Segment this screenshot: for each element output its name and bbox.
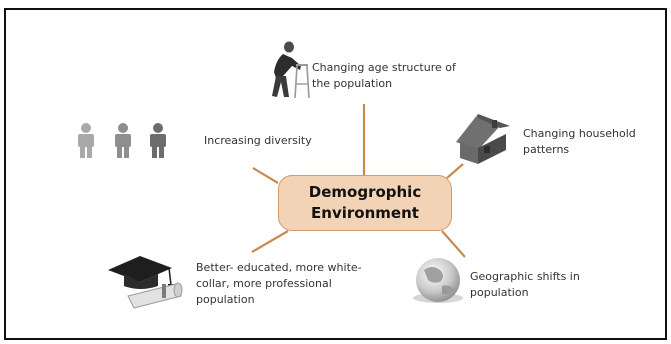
globe-icon <box>413 258 463 303</box>
label-line: Geographic shifts in <box>470 270 580 283</box>
label-line: patterns <box>523 143 570 156</box>
label-age-structure: Changing age structure of the population <box>312 60 456 92</box>
graduation-cap-diploma-icon <box>108 256 183 309</box>
label-line: Better- educated, more white- <box>196 261 362 274</box>
people-group-icon <box>78 123 166 158</box>
label-line: Changing household <box>523 127 636 140</box>
connectors <box>251 104 466 258</box>
diagram-frame <box>4 8 667 340</box>
label-geographic: Geographic shifts in population <box>470 269 580 301</box>
connector-education <box>251 230 289 253</box>
label-line: Increasing diversity <box>204 134 312 147</box>
label-education: Better- educated, more white- collar, mo… <box>196 260 362 308</box>
label-line: population <box>470 286 529 299</box>
person-icon <box>150 123 166 158</box>
person-icon <box>115 123 131 158</box>
label-diversity: Increasing diversity <box>204 133 312 149</box>
label-line: the population <box>312 77 393 90</box>
connector-geographic <box>441 230 466 258</box>
label-household: Changing household patterns <box>523 126 636 158</box>
house-icon <box>456 114 510 164</box>
center-title-line1: Demogrophic <box>308 183 422 201</box>
elderly-person-walker-icon <box>272 41 310 99</box>
connector-household <box>446 163 464 179</box>
center-title-line2: Environment <box>311 204 419 222</box>
person-icon <box>78 123 94 158</box>
connector-diversity <box>252 167 279 184</box>
label-line: population <box>196 293 255 306</box>
label-line: Changing age structure of <box>312 61 456 74</box>
label-line: collar, more professional <box>196 277 332 290</box>
center-node-demographic-environment: Demogrophic Environment <box>278 175 452 231</box>
